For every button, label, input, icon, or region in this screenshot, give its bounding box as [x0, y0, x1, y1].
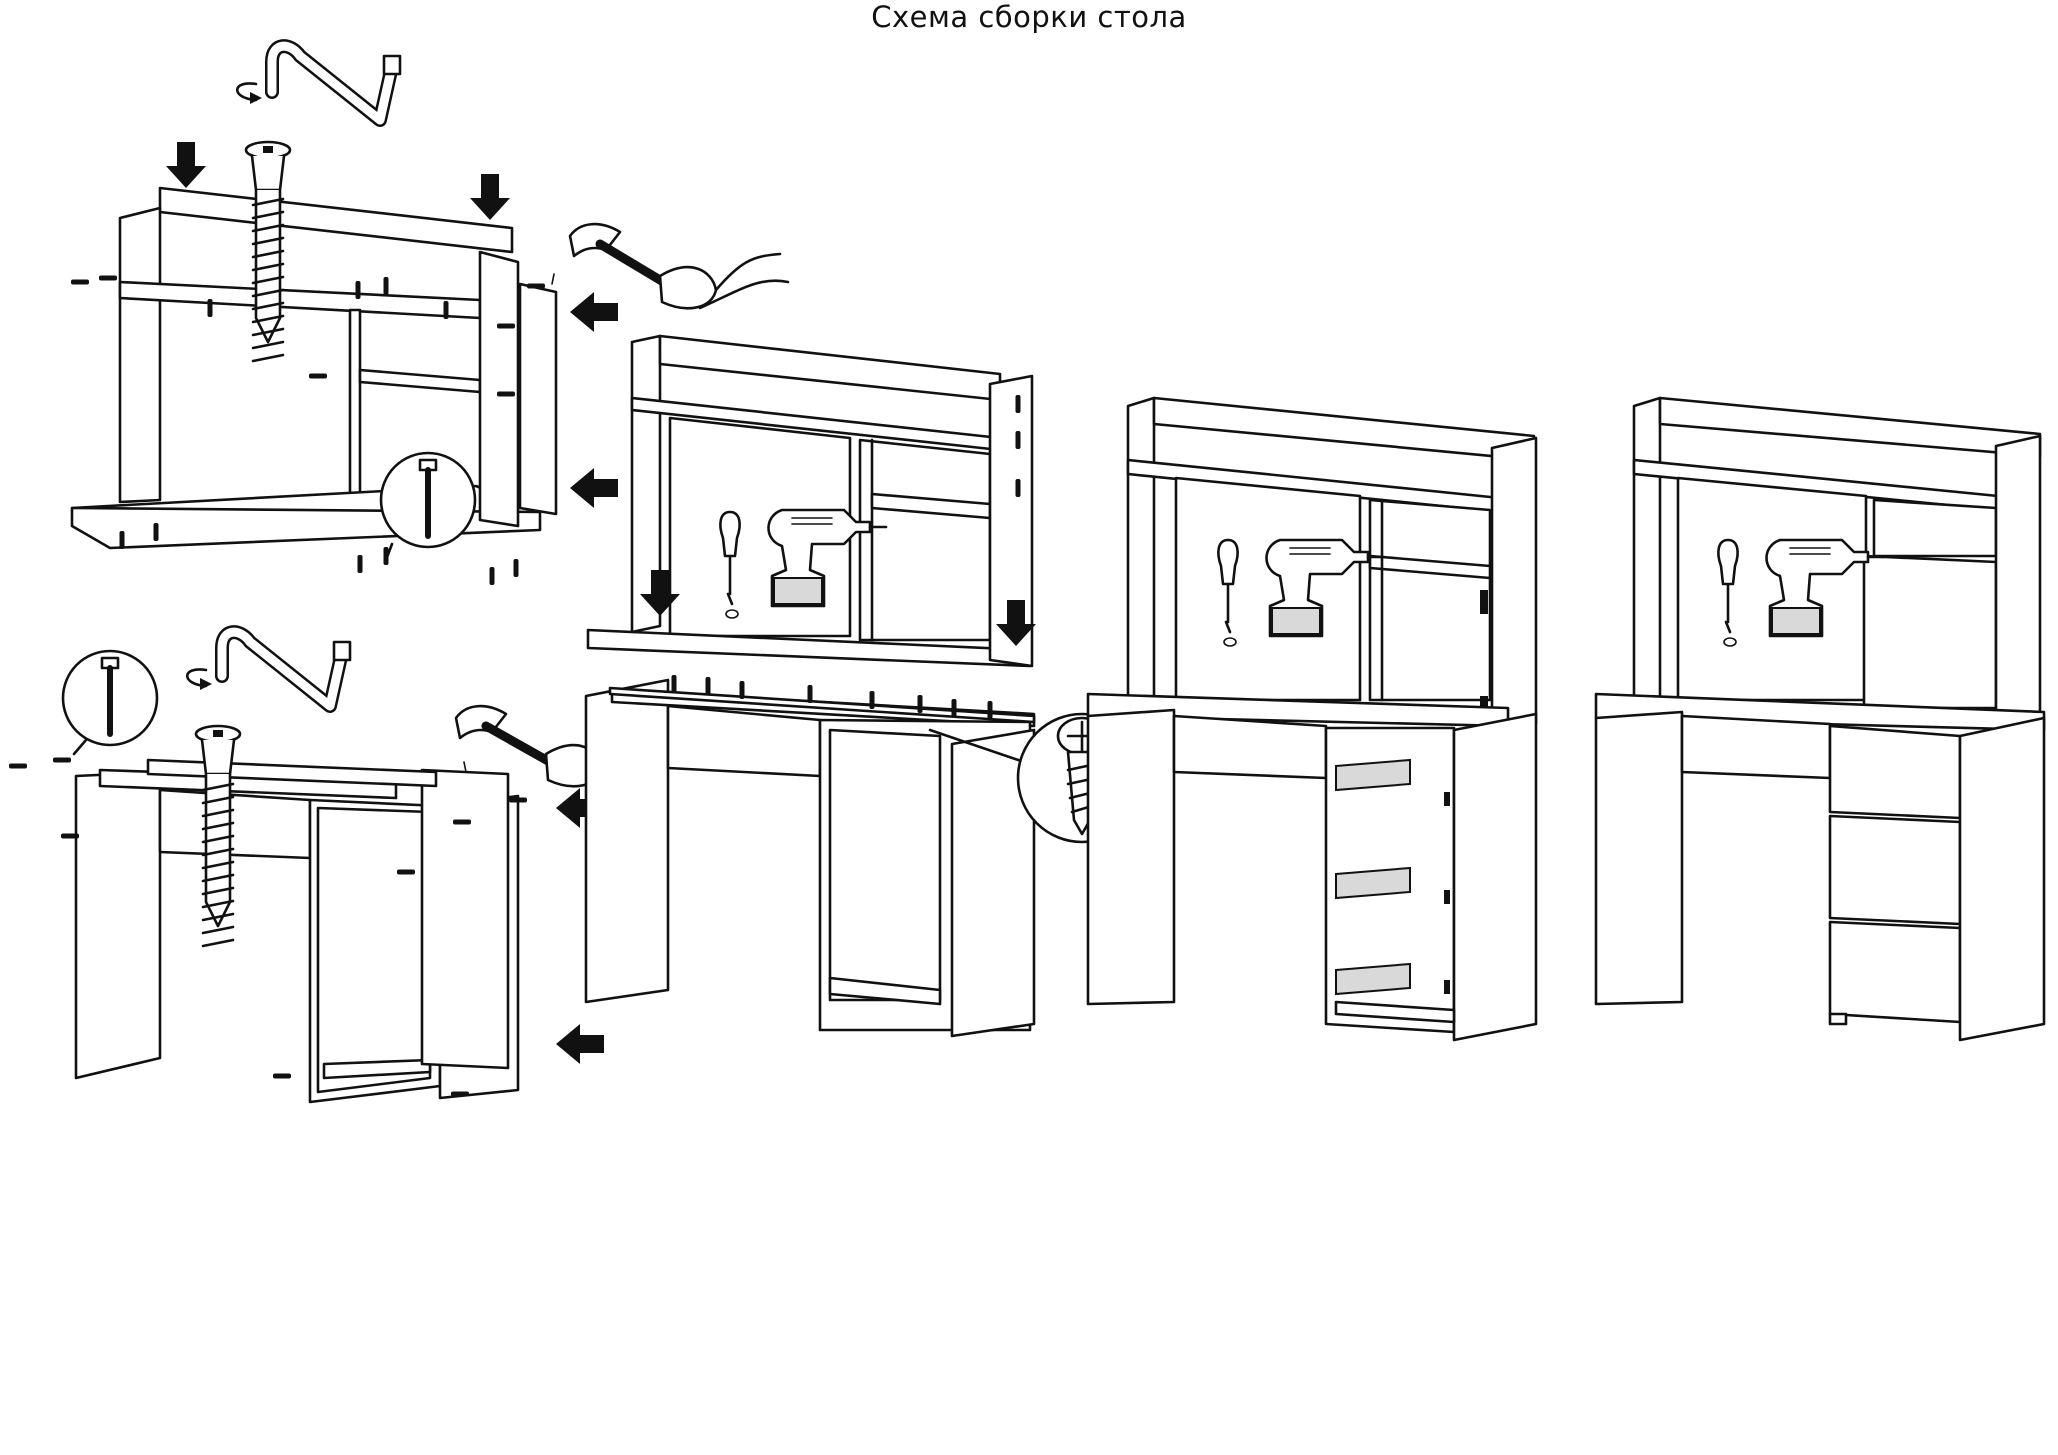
step-hutch-door: [1632, 396, 2042, 718]
step-desk-runners: [1086, 692, 1538, 1042]
step-desk-finished: [1594, 692, 2046, 1042]
screw-detail-icon: [379, 451, 477, 562]
diagram-title: Схема сборки стола: [871, 0, 1187, 34]
hex-key-icon: [236, 39, 402, 127]
step-hutch-shelf: [1126, 396, 1538, 732]
hammer-icon: [551, 222, 790, 310]
step-hutch-exploded: [70, 39, 790, 585]
step-hutch-assembled: [586, 334, 1036, 668]
hex-key-icon: [186, 625, 352, 713]
screw-detail-icon: [61, 649, 159, 756]
cam-screw-icon: [244, 140, 292, 363]
step-desk-exploded: [9, 625, 672, 1104]
step-desk-top: [584, 675, 1148, 1038]
